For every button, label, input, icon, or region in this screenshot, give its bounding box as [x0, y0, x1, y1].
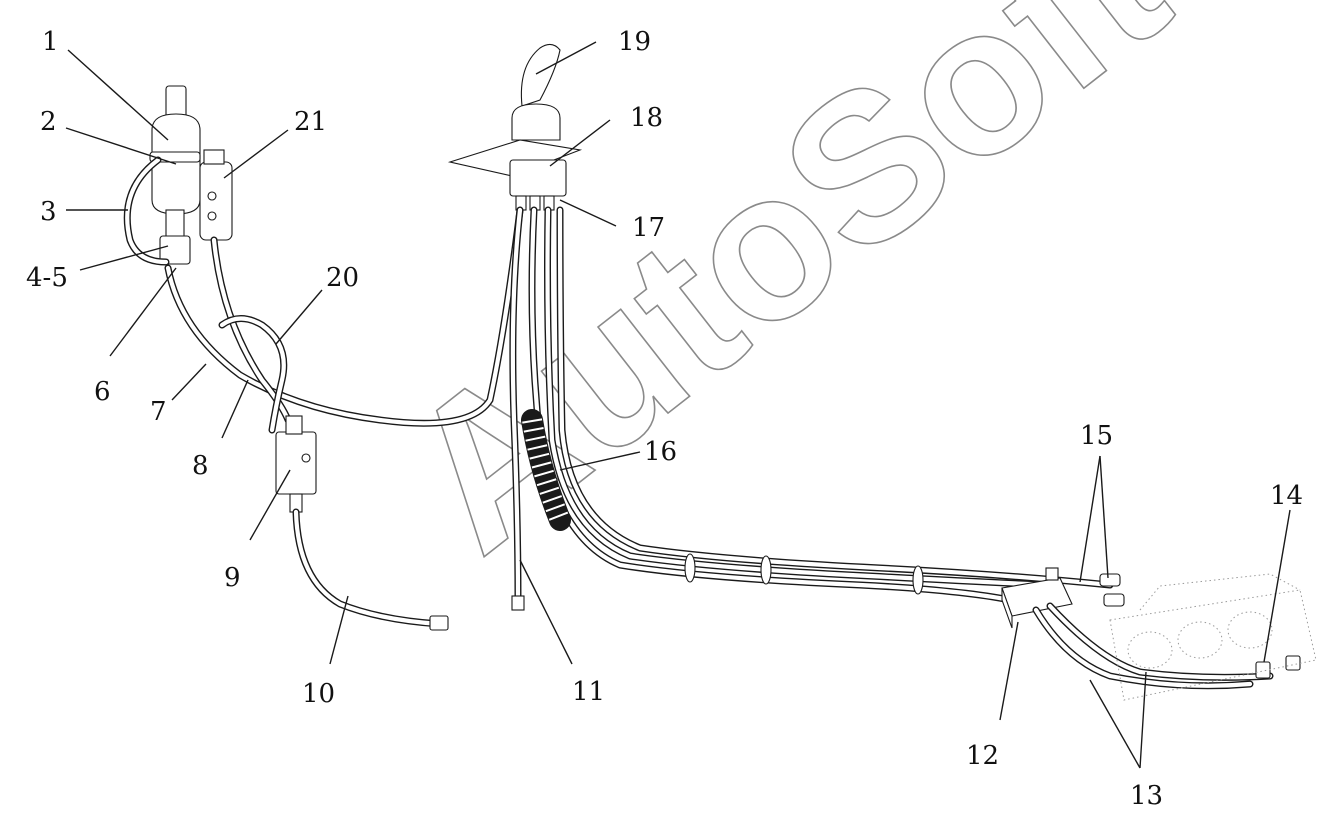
callout-label: 21: [294, 107, 327, 137]
callout-label: 2: [40, 107, 57, 137]
fitting-14: [1255, 661, 1271, 679]
joystick-valve-body-18: [509, 159, 567, 197]
joystick-handle-19: [520, 43, 561, 107]
callout-label: 7: [150, 397, 167, 427]
filter-assembly-21: [199, 149, 233, 241]
hose-10-end-fitting: [429, 615, 449, 631]
callout-label: 19: [618, 27, 651, 57]
callout-label: 11: [572, 677, 605, 707]
callout-label: 17: [632, 213, 665, 243]
hose-11-end-fitting: [511, 595, 525, 611]
hose-13: [1046, 602, 1274, 681]
callout-label: 9: [224, 563, 241, 593]
joystick-boot: [511, 103, 561, 141]
callout-label: 16: [644, 437, 677, 467]
callout-label: 1: [42, 27, 59, 57]
callout-label: 8: [192, 451, 209, 481]
main-control-valve-ghost: [1109, 573, 1317, 701]
accumulator-assembly: [149, 85, 201, 265]
filter-bolt: [207, 191, 217, 201]
pilot-joystick-assembly: [447, 43, 583, 211]
callout-label: 15: [1080, 421, 1113, 451]
callout-label: 20: [326, 263, 359, 293]
valve-9-fitting-top: [285, 415, 303, 435]
callout-label: 4-5: [26, 263, 68, 293]
callout-label: 6: [94, 377, 111, 407]
callout-label: 3: [40, 197, 57, 227]
filter-body: [199, 161, 233, 241]
filter-bolt: [207, 211, 217, 221]
fitting-15: [1099, 573, 1121, 587]
fitting-15: [1103, 593, 1125, 607]
callout-label: 14: [1270, 481, 1303, 511]
hose-clamp: [684, 553, 696, 583]
watermark-text: AutoSoft: [363, 0, 1206, 595]
hose-clamp: [912, 565, 924, 595]
hose-10: [292, 508, 444, 628]
valve-block-9: [275, 415, 317, 513]
callout-label: 18: [630, 103, 663, 133]
leader-lines: [65, 41, 1291, 769]
fitting-14-b: [1285, 655, 1301, 671]
spiral-sleeve-16: [521, 409, 571, 531]
valve-block-4-5: [159, 235, 191, 265]
joystick-mount-plate: [447, 139, 583, 177]
callout-label: 13: [1130, 781, 1163, 811]
filter-cap: [203, 149, 225, 165]
hose-clamp: [760, 555, 772, 585]
callout-label: 10: [302, 679, 335, 709]
callout-label: 12: [966, 741, 999, 771]
